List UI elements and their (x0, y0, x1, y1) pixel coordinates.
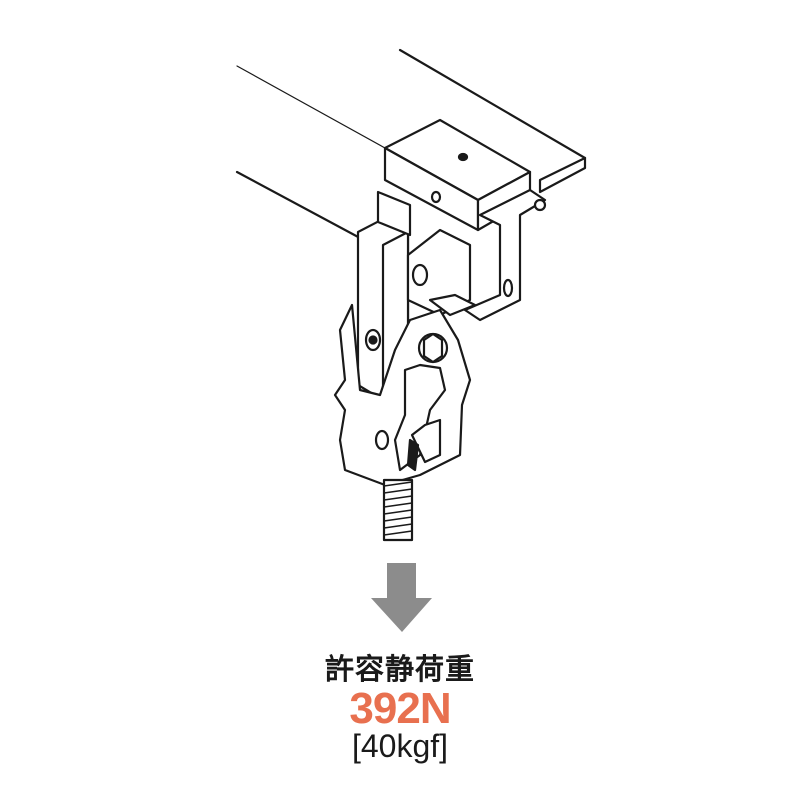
channel-beam (235, 48, 587, 240)
lower-clamp (333, 293, 477, 487)
allowable-static-load-label: 許容静荷重 (324, 652, 475, 686)
strap (356, 190, 472, 402)
top-clamp (383, 118, 547, 322)
load-value-kgf: [40kgf] (351, 728, 449, 764)
threaded-rod (382, 478, 414, 542)
down-arrow-icon (371, 563, 432, 632)
load-value-newton: 392N (349, 684, 451, 733)
